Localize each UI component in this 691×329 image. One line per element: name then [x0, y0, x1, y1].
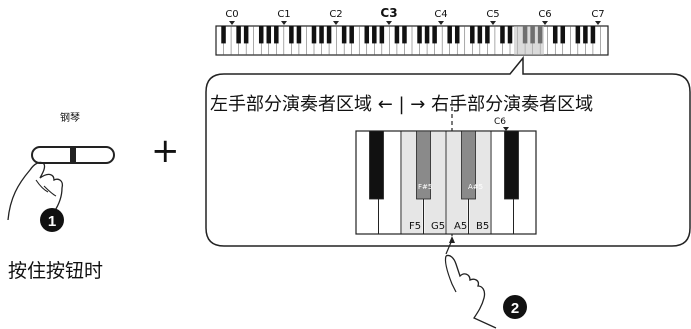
- hand-icon-fingers: [35, 179, 57, 197]
- pointing-hand-icon: [445, 254, 497, 329]
- zoom-black-key-asharp5: [461, 130, 476, 200]
- overview-black-key: [485, 26, 490, 44]
- split-point-hand-illustration: 2: [444, 254, 527, 329]
- zoom-black-key: [504, 130, 519, 200]
- white-key-label-f5: F5: [409, 221, 422, 232]
- overview-black-key: [274, 26, 279, 44]
- overview-black-key: [326, 26, 332, 44]
- overview-black-key: [417, 26, 422, 44]
- piano-label: 钢琴: [60, 113, 80, 124]
- keyboard-label-c7: C7: [591, 9, 605, 20]
- marker-c7: [595, 21, 601, 25]
- overview-black-key: [364, 26, 370, 44]
- overview-black-key: [372, 26, 377, 44]
- keyboard-label-c6: C6: [538, 9, 552, 20]
- hold-button-instruction: 按住按钮时: [8, 260, 104, 282]
- overview-black-key: [319, 26, 324, 44]
- black-key-label-asharp5: A#5: [468, 183, 484, 191]
- split-region-text: 左手部分演奏者区域 ← | → 右手部分演奏者区域: [210, 94, 594, 115]
- overview-black-key: [258, 26, 264, 44]
- pointing-hand-finger: [444, 255, 457, 293]
- plus-icon: +: [151, 131, 180, 171]
- marker-c1: [281, 21, 287, 25]
- step-badge-1: [40, 208, 64, 232]
- keyboard-label-c4: C4: [434, 9, 448, 20]
- keyboard-label-c2: C2: [329, 9, 343, 20]
- overview-black-key: [575, 26, 581, 44]
- overview-black-key: [243, 26, 249, 44]
- overview-black-key: [454, 26, 460, 44]
- overview-black-key: [507, 26, 513, 44]
- piano-button-indicator: [70, 148, 76, 162]
- step-badge-1-number: 1: [48, 213, 56, 230]
- overview-black-key: [402, 26, 407, 44]
- marker-c0: [229, 21, 235, 25]
- keyboard-label-c0: C0: [225, 9, 239, 20]
- step-badge-2-number: 2: [511, 300, 519, 317]
- overview-black-key: [500, 26, 505, 44]
- overview-black-key: [470, 26, 475, 44]
- white-key-label-a5: A5: [454, 221, 468, 232]
- marker-c4: [438, 21, 444, 25]
- white-key-label-b5: B5: [476, 221, 490, 232]
- marker-c6: [542, 21, 548, 25]
- marker-c5: [490, 21, 496, 25]
- zoom-top-marker: [503, 127, 509, 131]
- overview-black-key: [296, 26, 302, 44]
- overview-black-key: [349, 26, 354, 44]
- piano-button-illustration: 1: [7, 146, 115, 232]
- zoom-black-key-fsharp5: [416, 130, 431, 200]
- overview-black-key: [432, 26, 437, 44]
- zoom-black-key: [369, 130, 384, 200]
- overview-black-key: [311, 26, 317, 44]
- keyboard-label-c5: C5: [486, 9, 500, 20]
- overview-black-key: [477, 26, 483, 44]
- marker-c3: [386, 21, 392, 25]
- overview-black-key: [266, 26, 272, 44]
- split-region-highlight: [514, 26, 544, 55]
- keyboard-label-c3: C3: [380, 6, 398, 20]
- step-badge-2: [503, 295, 527, 319]
- overview-black-key: [379, 26, 385, 44]
- overview-black-key: [447, 26, 452, 44]
- white-key-label-g5: G5: [431, 221, 446, 232]
- overview-black-key: [560, 26, 566, 44]
- overview-black-key: [552, 26, 558, 44]
- overview-black-key: [341, 26, 347, 44]
- overview-black-key: [221, 26, 226, 44]
- overview-black-key: [424, 26, 430, 44]
- overview-black-key: [394, 26, 400, 44]
- marker-c2: [333, 21, 339, 25]
- overview-black-key: [289, 26, 294, 44]
- overview-black-key: [590, 26, 596, 44]
- overview-black-key: [583, 26, 588, 44]
- callout-bubble-outline: [205, 55, 691, 247]
- hand-icon: [7, 161, 64, 221]
- zoom-top-label: C6: [494, 117, 507, 127]
- keyboard-label-c1: C1: [277, 9, 291, 20]
- overview-black-key: [236, 26, 241, 44]
- black-key-label-fsharp5: F#5: [418, 183, 433, 191]
- split-pointer-arrowhead: [449, 236, 455, 243]
